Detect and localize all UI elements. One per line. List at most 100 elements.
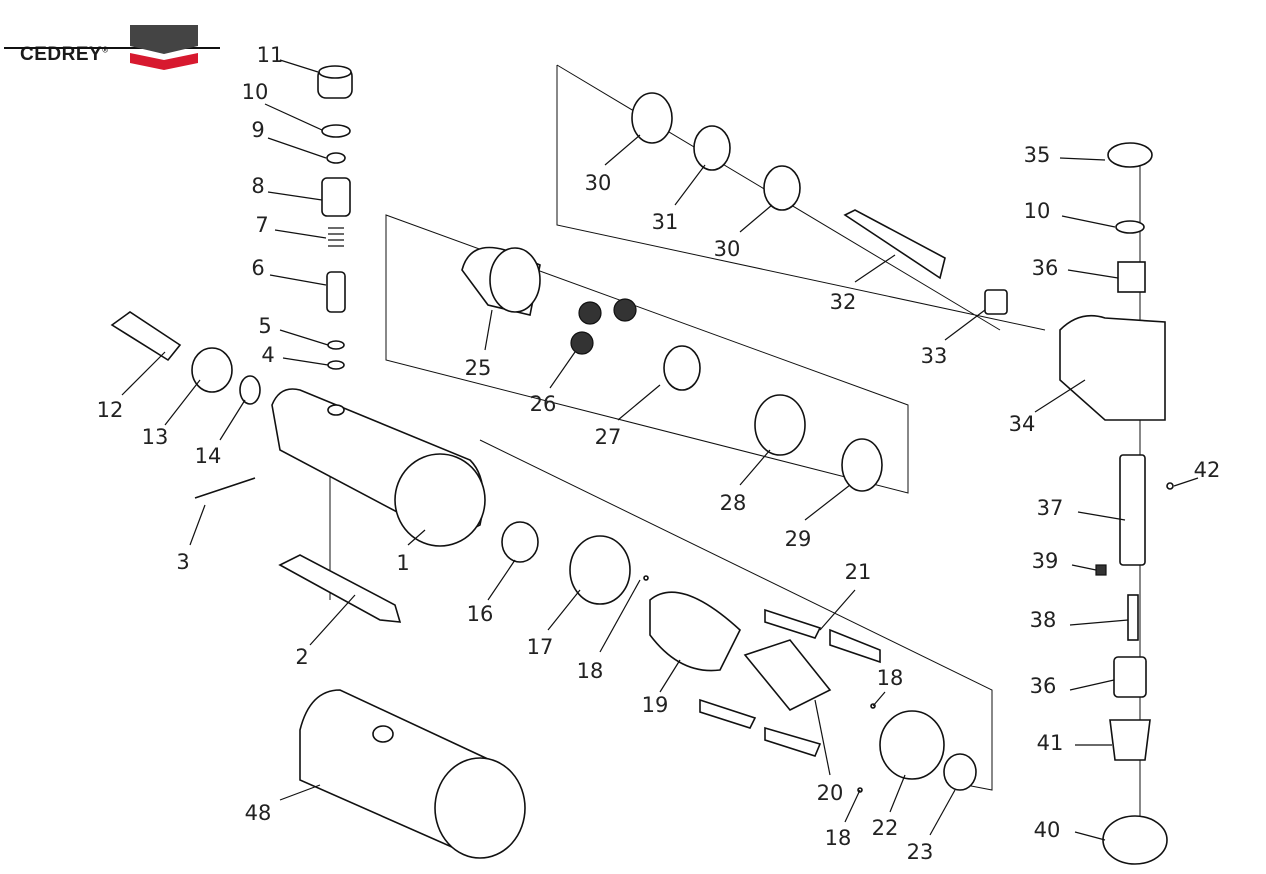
leader-line [549, 351, 576, 389]
leader-line [1069, 619, 1129, 626]
part-number-label: 37 [1037, 496, 1064, 520]
part-30-bearing [631, 92, 673, 144]
part-5-oring [327, 340, 345, 350]
part-number-label: 2 [295, 645, 308, 669]
part-number-label: 1 [396, 551, 409, 575]
part-number-label: 36 [1032, 256, 1059, 280]
part-number-label: 5 [258, 314, 271, 338]
leader-line [547, 589, 581, 631]
assembly-frames [329, 64, 1141, 820]
leader-line [487, 559, 516, 601]
leader-line [407, 529, 426, 546]
part-number-label: 4 [261, 343, 274, 367]
part-number-label: 34 [1009, 412, 1036, 436]
brand-text: CEDREY [20, 44, 103, 65]
leader-line [1077, 511, 1126, 521]
brand-name: CEDREY® [20, 44, 109, 66]
part-36-bushing-2 [1113, 656, 1147, 698]
part-number-label: 18 [825, 826, 852, 850]
part-number-label: 18 [577, 659, 604, 683]
part-number-label: 36 [1030, 674, 1057, 698]
part-number-label: 21 [845, 560, 872, 584]
leader-line [1071, 564, 1097, 571]
part-number-label: 31 [652, 210, 679, 234]
part-number-label: 40 [1034, 818, 1061, 842]
part-7-spring [328, 227, 344, 247]
part-42-ball [1166, 482, 1174, 490]
part-number-label: 20 [817, 781, 844, 805]
part-number-label: 12 [97, 398, 124, 422]
part-31-shim [693, 125, 731, 171]
part-30-bearing-2 [763, 165, 801, 211]
part-14-washer [239, 375, 261, 405]
part-16-bearing [501, 521, 539, 563]
part-33-gear [984, 289, 1008, 315]
part-number-label: 23 [907, 840, 934, 864]
leader-line [674, 164, 706, 206]
leader-line [804, 484, 851, 521]
part-number-label: 27 [595, 425, 622, 449]
leader-line [267, 191, 323, 201]
brand-logo: CEDREY® [0, 20, 230, 70]
part-12-inlet [110, 311, 182, 362]
registered-mark: ® [102, 45, 109, 55]
leader-line [1074, 831, 1106, 841]
part-number-label: 14 [195, 444, 222, 468]
leader-line [944, 309, 986, 341]
part-number-label: 16 [467, 602, 494, 626]
part-number-label: 42 [1194, 458, 1221, 482]
leader-line [1069, 679, 1115, 691]
part-17-end-plate [569, 535, 631, 605]
part-number-label: 41 [1037, 731, 1064, 755]
leader-line [604, 134, 641, 166]
leader-line [814, 699, 831, 776]
part-number-label: 22 [872, 816, 899, 840]
part-41-collet [1109, 719, 1151, 761]
part-37-shaft [1119, 454, 1146, 566]
leader-line [309, 594, 356, 646]
part-4-oring [327, 360, 345, 370]
part-number-label: 33 [921, 344, 948, 368]
part-number-label: 17 [527, 635, 554, 659]
part-number-label: 28 [720, 491, 747, 515]
part-20-rotor [743, 639, 832, 712]
part-21-vanes [699, 608, 881, 757]
part-number-label: 26 [530, 392, 557, 416]
part-number-label: 38 [1030, 608, 1057, 632]
leader-line [854, 254, 896, 283]
leader-line [282, 357, 329, 366]
part-13-bushing [191, 347, 233, 393]
part-40-nut [1102, 815, 1168, 865]
part-32-spindle [843, 209, 946, 280]
parts [110, 65, 1174, 865]
part-10-oring-2 [1115, 220, 1145, 234]
part-36-bushing [1117, 261, 1146, 293]
leader-line [264, 103, 323, 131]
leader-line [819, 589, 856, 631]
part-number-label: 30 [714, 237, 741, 261]
part-number-label: 25 [465, 356, 492, 380]
part-27-carrier [663, 345, 701, 391]
part-29-circlip [841, 438, 883, 492]
leader-line [121, 351, 166, 396]
leader-line [659, 659, 681, 693]
part-23-bearing [943, 753, 977, 791]
part-2-lever [278, 554, 402, 623]
part-34-angle-head [1059, 314, 1166, 421]
part-11-plug [317, 65, 353, 99]
leader-line [1034, 379, 1086, 413]
part-3-pin [194, 477, 256, 499]
leader-line [484, 309, 493, 351]
part-number-label: 11 [257, 43, 284, 67]
part-number-label: 8 [251, 174, 264, 198]
part-number-label: 9 [251, 118, 264, 142]
part-35-cap [1107, 142, 1153, 168]
part-38-pin [1127, 594, 1139, 641]
leader-line [1059, 157, 1106, 161]
part-number-label: 7 [255, 213, 268, 237]
leader-line [279, 329, 329, 346]
part-39-screw [1095, 564, 1107, 576]
part-number-label: 10 [242, 80, 269, 104]
part-9-oring [326, 152, 346, 164]
leader-line [1061, 215, 1116, 228]
